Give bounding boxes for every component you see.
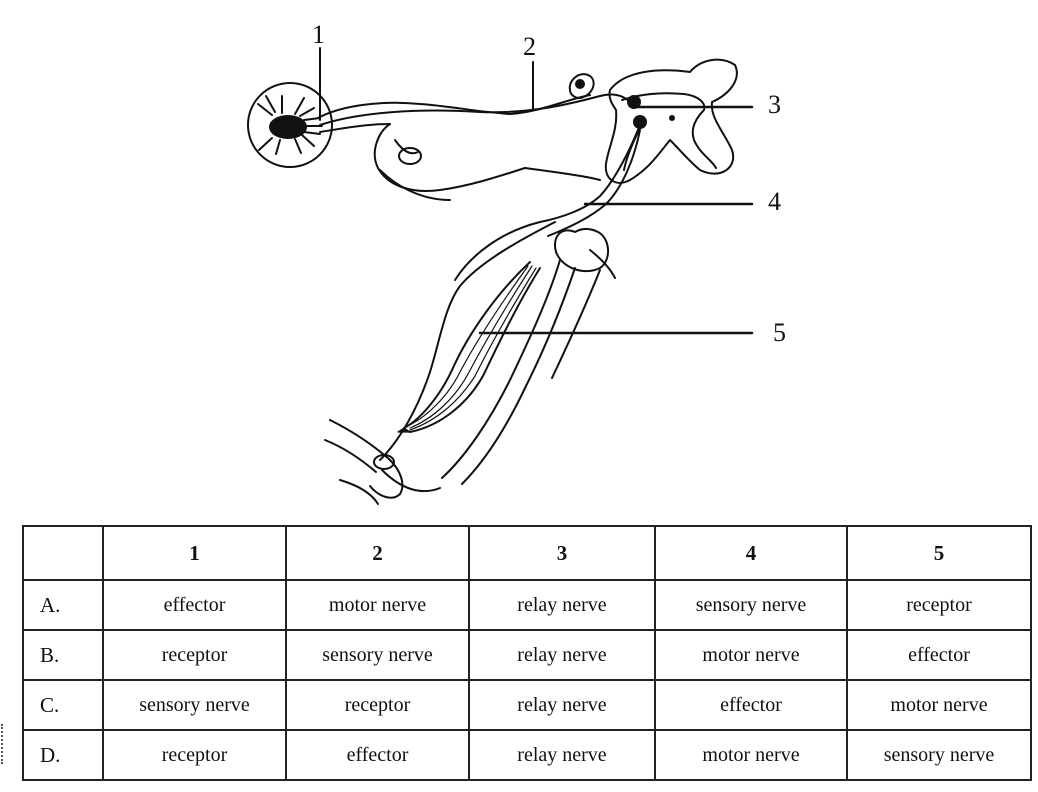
header-cell [22, 525, 104, 581]
option-label: C. [22, 679, 104, 731]
table-cell: relay nerve [468, 679, 656, 731]
label-2: 2 [523, 32, 536, 61]
answer-options-table: 1 2 3 4 5 A. effector motor nerve relay … [22, 525, 1032, 781]
header-cell: 2 [285, 525, 470, 581]
insect-magnifier-icon [247, 82, 333, 168]
table-row: D. receptor effector relay nerve motor n… [22, 729, 1032, 781]
page-edge-mark [1, 724, 5, 764]
table-cell: relay nerve [468, 729, 656, 781]
table-cell: sensory nerve [102, 679, 287, 731]
table-cell: receptor [846, 579, 1032, 631]
table-header-row: 1 2 3 4 5 [22, 525, 1032, 581]
table-cell: effector [846, 629, 1032, 681]
table-cell: relay nerve [468, 579, 656, 631]
header-cell: 5 [846, 525, 1032, 581]
table-cell: effector [102, 579, 287, 631]
table-cell: effector [285, 729, 470, 781]
table-row: C. sensory nerve receptor relay nerve ef… [22, 679, 1032, 731]
label-5: 5 [773, 318, 786, 347]
label-1: 1 [312, 20, 325, 49]
reflex-arc-diagram [247, 47, 754, 505]
table-cell: sensory nerve [285, 629, 470, 681]
hand-icon [317, 94, 601, 201]
table-cell: receptor [285, 679, 470, 731]
option-label: B. [22, 629, 104, 681]
option-label: A. [22, 579, 104, 631]
header-cell: 1 [102, 525, 287, 581]
label-3: 3 [768, 90, 781, 119]
table-row: B. receptor sensory nerve relay nerve mo… [22, 629, 1032, 681]
table-cell: motor nerve [654, 629, 848, 681]
spinal-cord-icon [604, 58, 738, 184]
table-cell: sensory nerve [846, 729, 1032, 781]
table-cell: receptor [102, 629, 287, 681]
table-cell: motor nerve [846, 679, 1032, 731]
table-cell: effector [654, 679, 848, 731]
label-4: 4 [768, 187, 781, 216]
option-label: D. [22, 729, 104, 781]
arm-icon [324, 221, 616, 505]
table-cell: receptor [102, 729, 287, 781]
header-cell: 4 [654, 525, 848, 581]
table-row: A. effector motor nerve relay nerve sens… [22, 579, 1032, 631]
table-cell: motor nerve [654, 729, 848, 781]
table-cell: sensory nerve [654, 579, 848, 631]
biceps-muscle-icon [397, 261, 541, 433]
table-cell: motor nerve [285, 579, 470, 631]
header-cell: 3 [468, 525, 656, 581]
table-cell: relay nerve [468, 629, 656, 681]
